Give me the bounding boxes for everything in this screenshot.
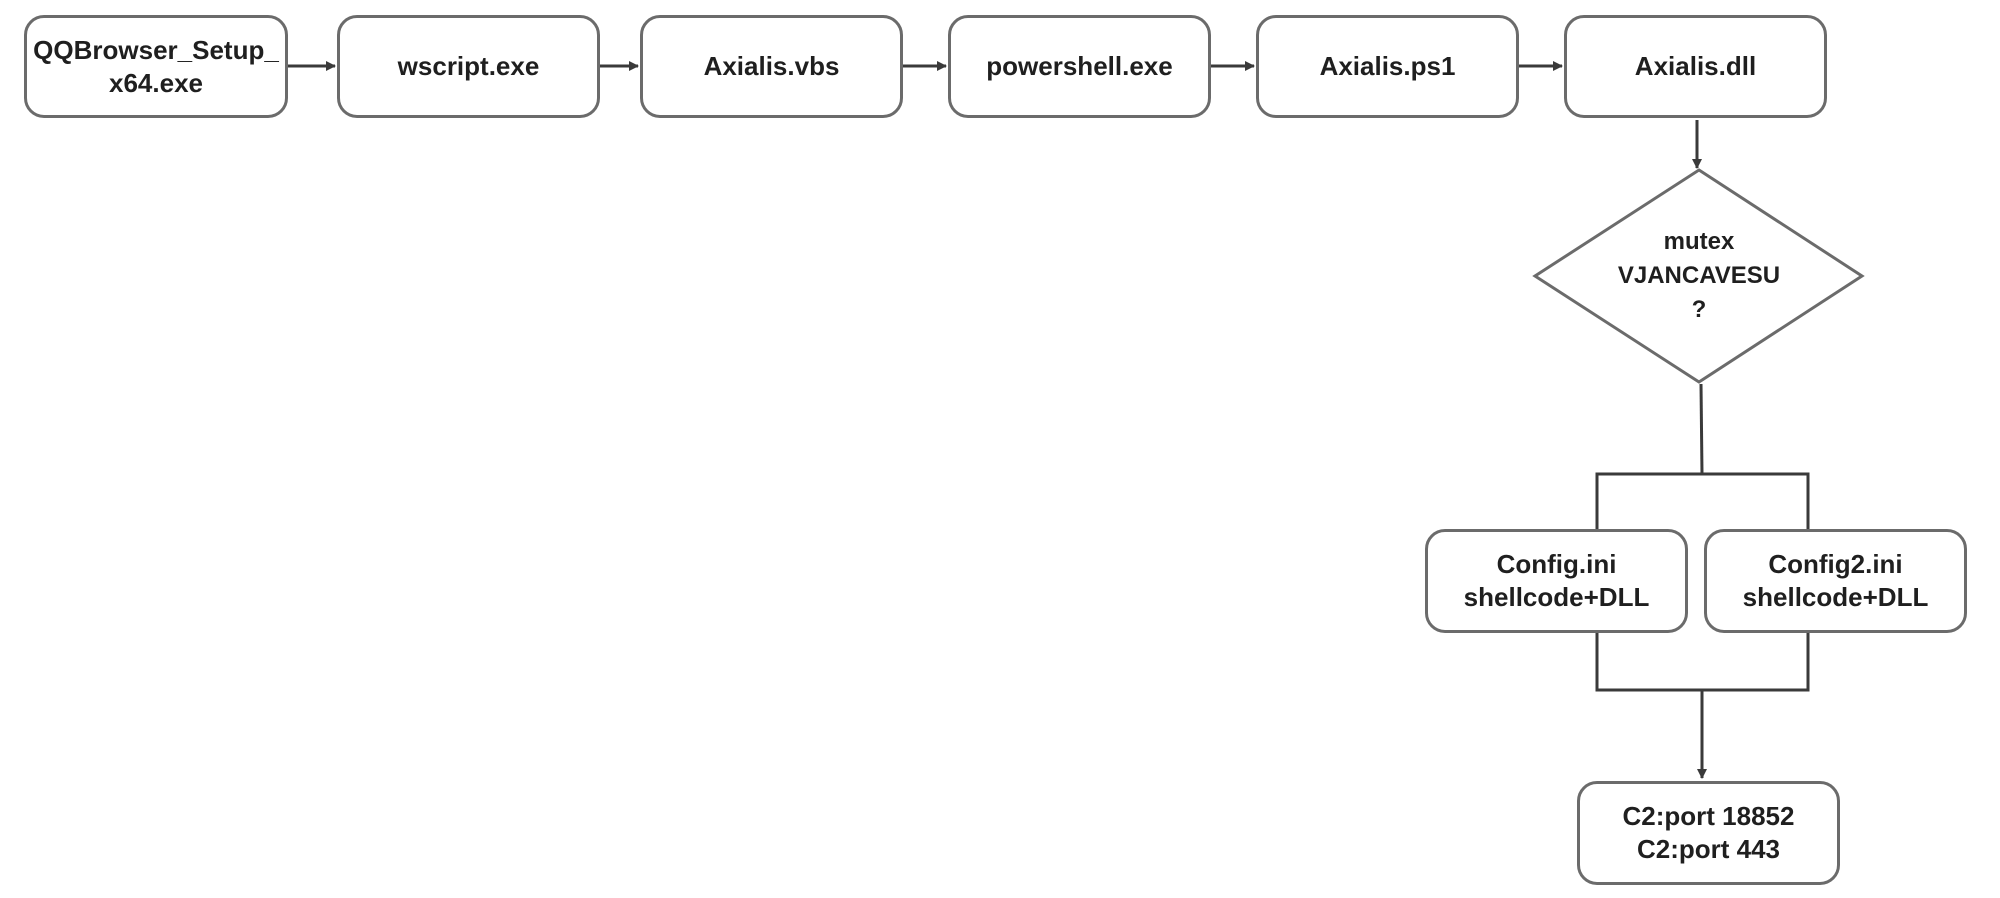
node-qqbrowser-line2: x64.exe xyxy=(109,67,203,98)
node-axialis-dll: Axialis.dll xyxy=(1564,15,1827,118)
config2-line2: shellcode+DLL xyxy=(1742,582,1929,612)
split-connector xyxy=(1699,383,1704,475)
merge-branch xyxy=(1595,633,1810,692)
mutex-diamond xyxy=(1532,168,1865,384)
split-branch xyxy=(1595,472,1810,530)
node-axialis-ps1: Axialis.ps1 xyxy=(1256,15,1519,118)
c2-line1: C2:port 18852 xyxy=(1622,801,1795,831)
node-mutex-label: mutex VJANCAVESU ? xyxy=(1590,220,1808,332)
node-wscript: wscript.exe xyxy=(337,15,600,118)
mutex-line2: VJANCAVESU xyxy=(1617,262,1781,289)
node-qqbrowser-setup: QQBrowser_Setup_ x64.exe xyxy=(24,15,288,118)
node-wscript-label: wscript.exe xyxy=(397,51,540,81)
node-axialis-dll-label: Axialis.dll xyxy=(1634,51,1757,81)
mutex-line1: mutex xyxy=(1663,228,1735,255)
config-line2: shellcode+DLL xyxy=(1463,582,1650,612)
node-axialis-vbs-label: Axialis.vbs xyxy=(703,51,840,81)
config-line1: Config.ini xyxy=(1496,549,1617,579)
node-axialis-ps1-label: Axialis.ps1 xyxy=(1319,51,1456,81)
node-config-ini: Config.ini shellcode+DLL xyxy=(1425,529,1688,633)
node-c2-ports: C2:port 18852 C2:port 443 xyxy=(1577,781,1840,885)
node-powershell-label: powershell.exe xyxy=(986,51,1173,81)
config2-line1: Config2.ini xyxy=(1768,549,1903,579)
c2-line2: C2:port 443 xyxy=(1636,834,1781,864)
node-powershell: powershell.exe xyxy=(948,15,1211,118)
mutex-line3: ? xyxy=(1691,296,1707,323)
node-axialis-vbs: Axialis.vbs xyxy=(640,15,903,118)
node-qqbrowser-line1: QQBrowser_Setup_ xyxy=(33,34,279,65)
node-config2-ini: Config2.ini shellcode+DLL xyxy=(1704,529,1967,633)
